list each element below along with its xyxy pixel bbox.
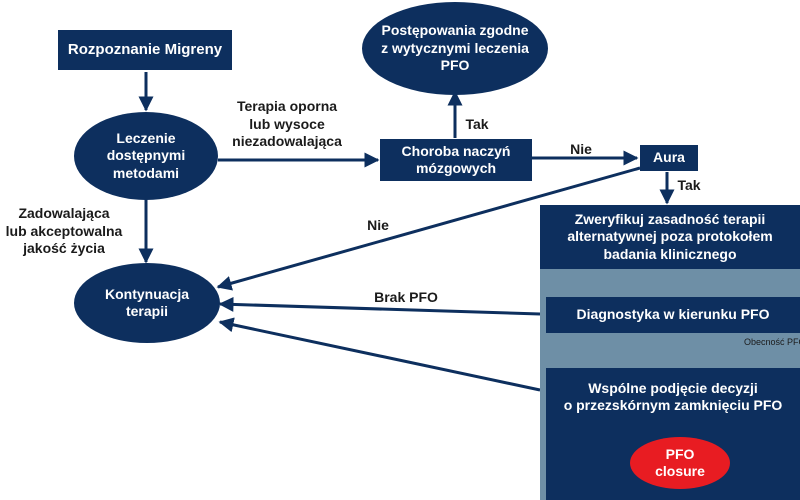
- label-nie-aura: Nie: [367, 217, 389, 233]
- node-zweryfikuj-zasadnosc: Zweryfikuj zasadność terapii alternatywn…: [540, 205, 800, 269]
- node-diagnostyka-w-kierunku-pfo: Diagnostyka w kierunku PFO: [546, 297, 800, 333]
- arrow-diagnostyka-to-kontynuacja: [218, 296, 541, 316]
- node-wspolne-podjecie-decyzji: Wspólne podjęcie decyzji o przezskórnym …: [546, 368, 800, 426]
- node-rozpoznanie-migreny: Rozpoznanie Migreny: [58, 30, 232, 70]
- node-kontynuacja-terapii: Kontynuacja terapii: [74, 263, 220, 343]
- label-terapia-oporna: Terapia oporna lub wysoce niezadowalając…: [232, 98, 342, 149]
- label-tak-aura: Tak: [677, 177, 701, 193]
- label-obecnosc-pfo: Obecność PFO: [744, 337, 800, 347]
- node-leczenie-dostepnymi-metodami: Leczenie dostępnymi metodami: [74, 112, 218, 200]
- label-tak-choroba: Tak: [465, 116, 489, 132]
- node-postepowania-zgodne: Postępowania zgodne z wytycznymi leczeni…: [362, 2, 548, 95]
- label-brak-pfo: Brak PFO: [374, 289, 438, 305]
- arrow-aura-to-kontynuacja: [216, 166, 641, 291]
- arrow-wspolne-to-kontynuacja: [218, 317, 541, 392]
- node-aura: Aura: [640, 145, 698, 171]
- label-nie-choroba: Nie: [570, 141, 592, 157]
- label-zadowalajaca: Zadowalająca lub akceptowalna jakość życ…: [5, 205, 123, 256]
- node-choroba-naczyn-mozgowych: Choroba naczyń mózgowych: [380, 139, 532, 181]
- node-pfo-closure: PFO closure: [630, 437, 730, 489]
